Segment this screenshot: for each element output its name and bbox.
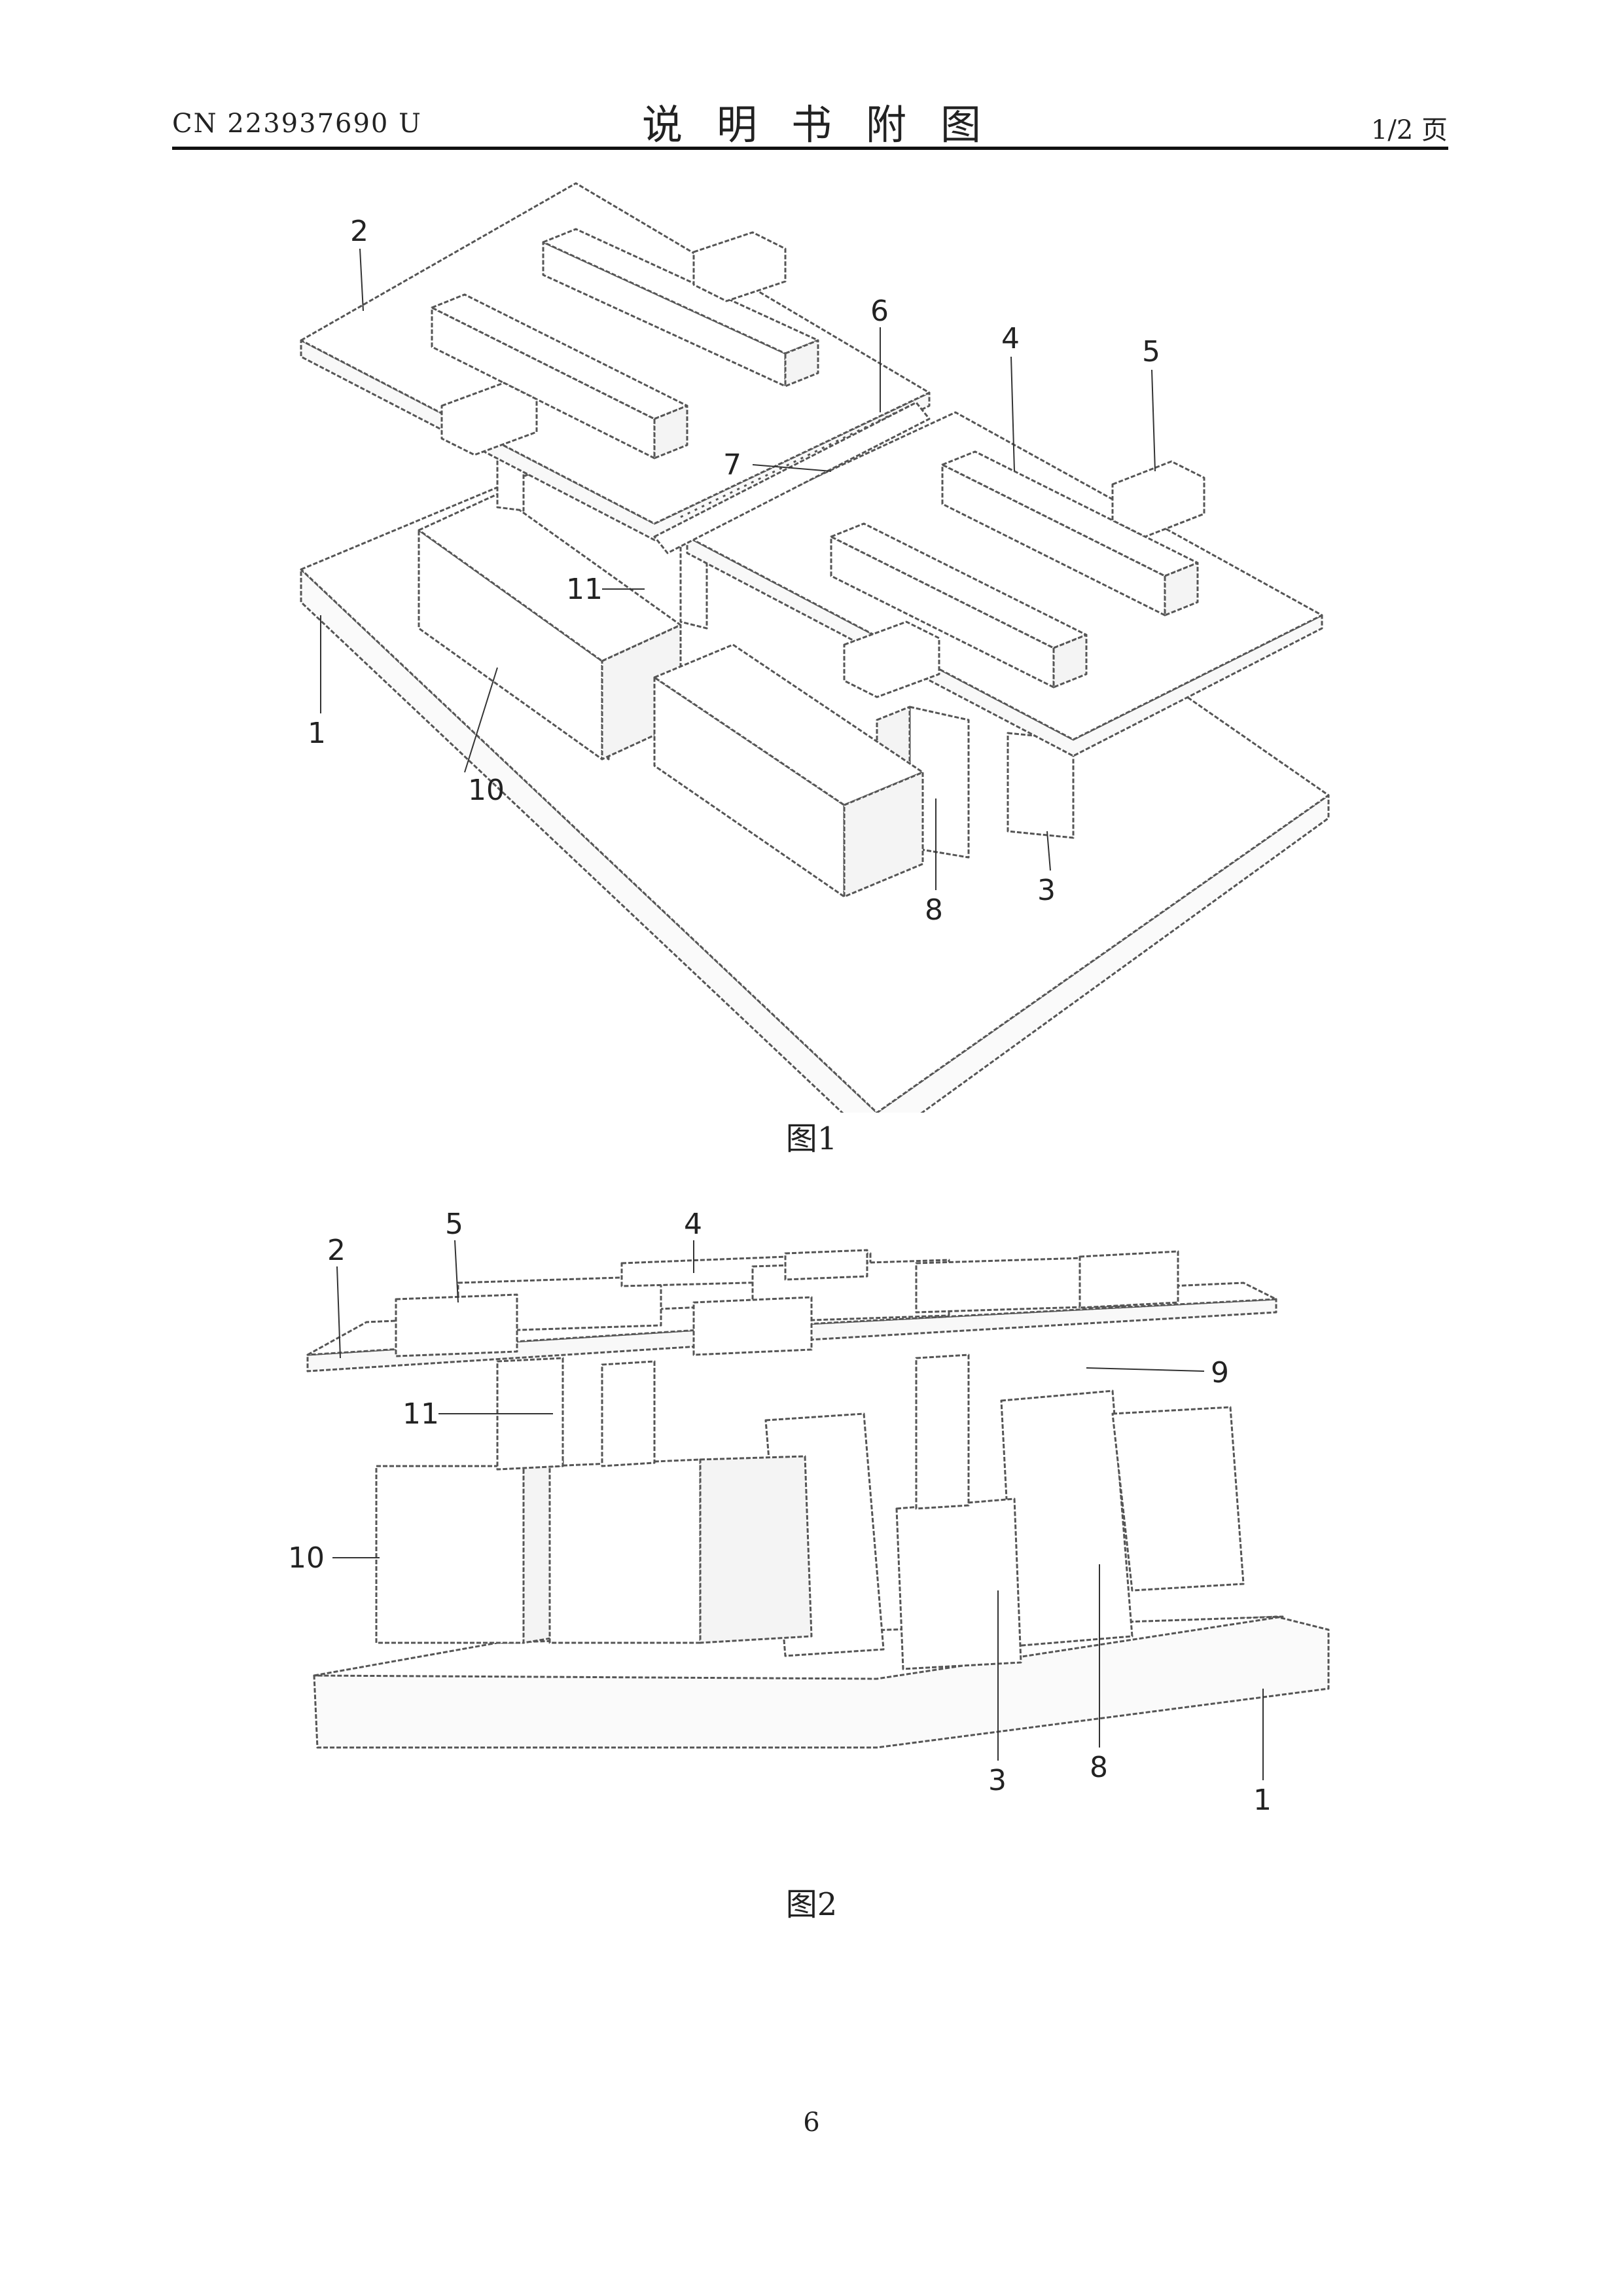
figure-2-caption: 图2 bbox=[0, 1878, 1623, 1924]
clamp-block bbox=[785, 1250, 867, 1280]
clamp-block bbox=[1080, 1251, 1178, 1308]
label-1: 1 bbox=[1253, 1784, 1272, 1817]
clamp-block-5 bbox=[396, 1295, 517, 1356]
label-2: 2 bbox=[327, 1234, 346, 1267]
label-4: 4 bbox=[684, 1208, 702, 1241]
label-3: 3 bbox=[988, 1764, 1007, 1797]
block-3 bbox=[897, 1499, 1021, 1669]
label-9: 9 bbox=[1211, 1356, 1229, 1390]
figure-2-drawing: 2 5 4 9 11 10 3 8 1 bbox=[0, 0, 1623, 1833]
label-8: 8 bbox=[1090, 1751, 1108, 1784]
battery-box-left bbox=[376, 1460, 563, 1643]
post bbox=[602, 1361, 654, 1466]
page-number: 6 bbox=[0, 2108, 1623, 2138]
battery-box-rear bbox=[1113, 1407, 1243, 1590]
label-10: 10 bbox=[288, 1541, 325, 1575]
post bbox=[916, 1355, 969, 1509]
label-11: 11 bbox=[402, 1397, 439, 1431]
support-8 bbox=[1001, 1391, 1132, 1646]
clamp-block bbox=[694, 1297, 812, 1355]
battery-box-center bbox=[550, 1456, 812, 1643]
label-5: 5 bbox=[445, 1208, 463, 1241]
